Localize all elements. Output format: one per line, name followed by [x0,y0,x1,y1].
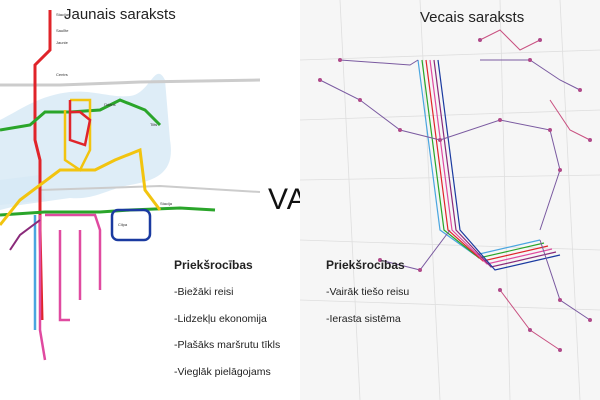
new-schedule-panel: Stacijas Saulīte Jaunie Centrs Ūdens Til… [0,0,270,400]
advantage-item: -Lidzekļu ekonomija [174,312,267,325]
new-advantages-heading: Priekšrocības [174,258,253,272]
old-advantages-list: -Vairāk tiešo reisu -Ierasta sistēma [326,286,409,325]
advantage-item: -Vieglāk pielāgojams [174,365,271,378]
old-network-map [300,0,600,400]
yellow-line [0,147,162,226]
advantage-item: -Plašāks maršrutu tīkls [174,339,281,351]
new-schedule-title: Jaunais saraksts [64,6,176,23]
rail-line-2 [39,184,261,193]
advantage-item: -Ierasta sistēma [326,312,401,325]
yellow-line-2 [63,98,92,172]
svg-text:Stacija: Stacija [160,201,173,206]
pink-line-3 [58,230,70,322]
svg-text:Cilpa: Cilpa [118,222,128,227]
old-advantages: Priekšrocības -Vairāk tiešo reisu -Ieras… [326,258,409,339]
svg-text:Centrs: Centrs [56,72,68,77]
old-advantages-heading: Priekšrocības [326,258,405,272]
river-branch [0,175,45,205]
old-schedule-panel: Vecais saraksts [300,0,600,400]
purple-line [9,219,41,251]
new-advantages-list: -Biežāki reisi -Lidzekļu ekonomija -Plaš… [174,286,280,378]
green-line-2 [0,206,216,217]
new-network-map: Stacijas Saulīte Jaunie Centrs Ūdens Til… [0,10,261,361]
svg-text:Tilts: Tilts [150,122,157,127]
rail-line [0,78,261,87]
blue-loop [110,208,152,242]
advantage-item: -Biežāki reisi [174,286,234,298]
advantage-item: -Vairāk tiešo reisu [326,286,410,298]
pink-line [38,215,47,361]
svg-text:Jaunie: Jaunie [56,40,69,45]
svg-text:Stacijas: Stacijas [56,12,70,17]
svg-text:Ūdens: Ūdens [104,102,116,107]
green-line [0,98,162,132]
pink-line-2 [45,213,102,290]
svg-text:Saulīte: Saulīte [56,28,69,33]
new-advantages: Priekšrocības -Biežāki reisi -Lidzekļu e… [174,258,280,392]
old-schedule-title: Vecais saraksts [420,9,525,26]
red-loop [68,100,92,147]
